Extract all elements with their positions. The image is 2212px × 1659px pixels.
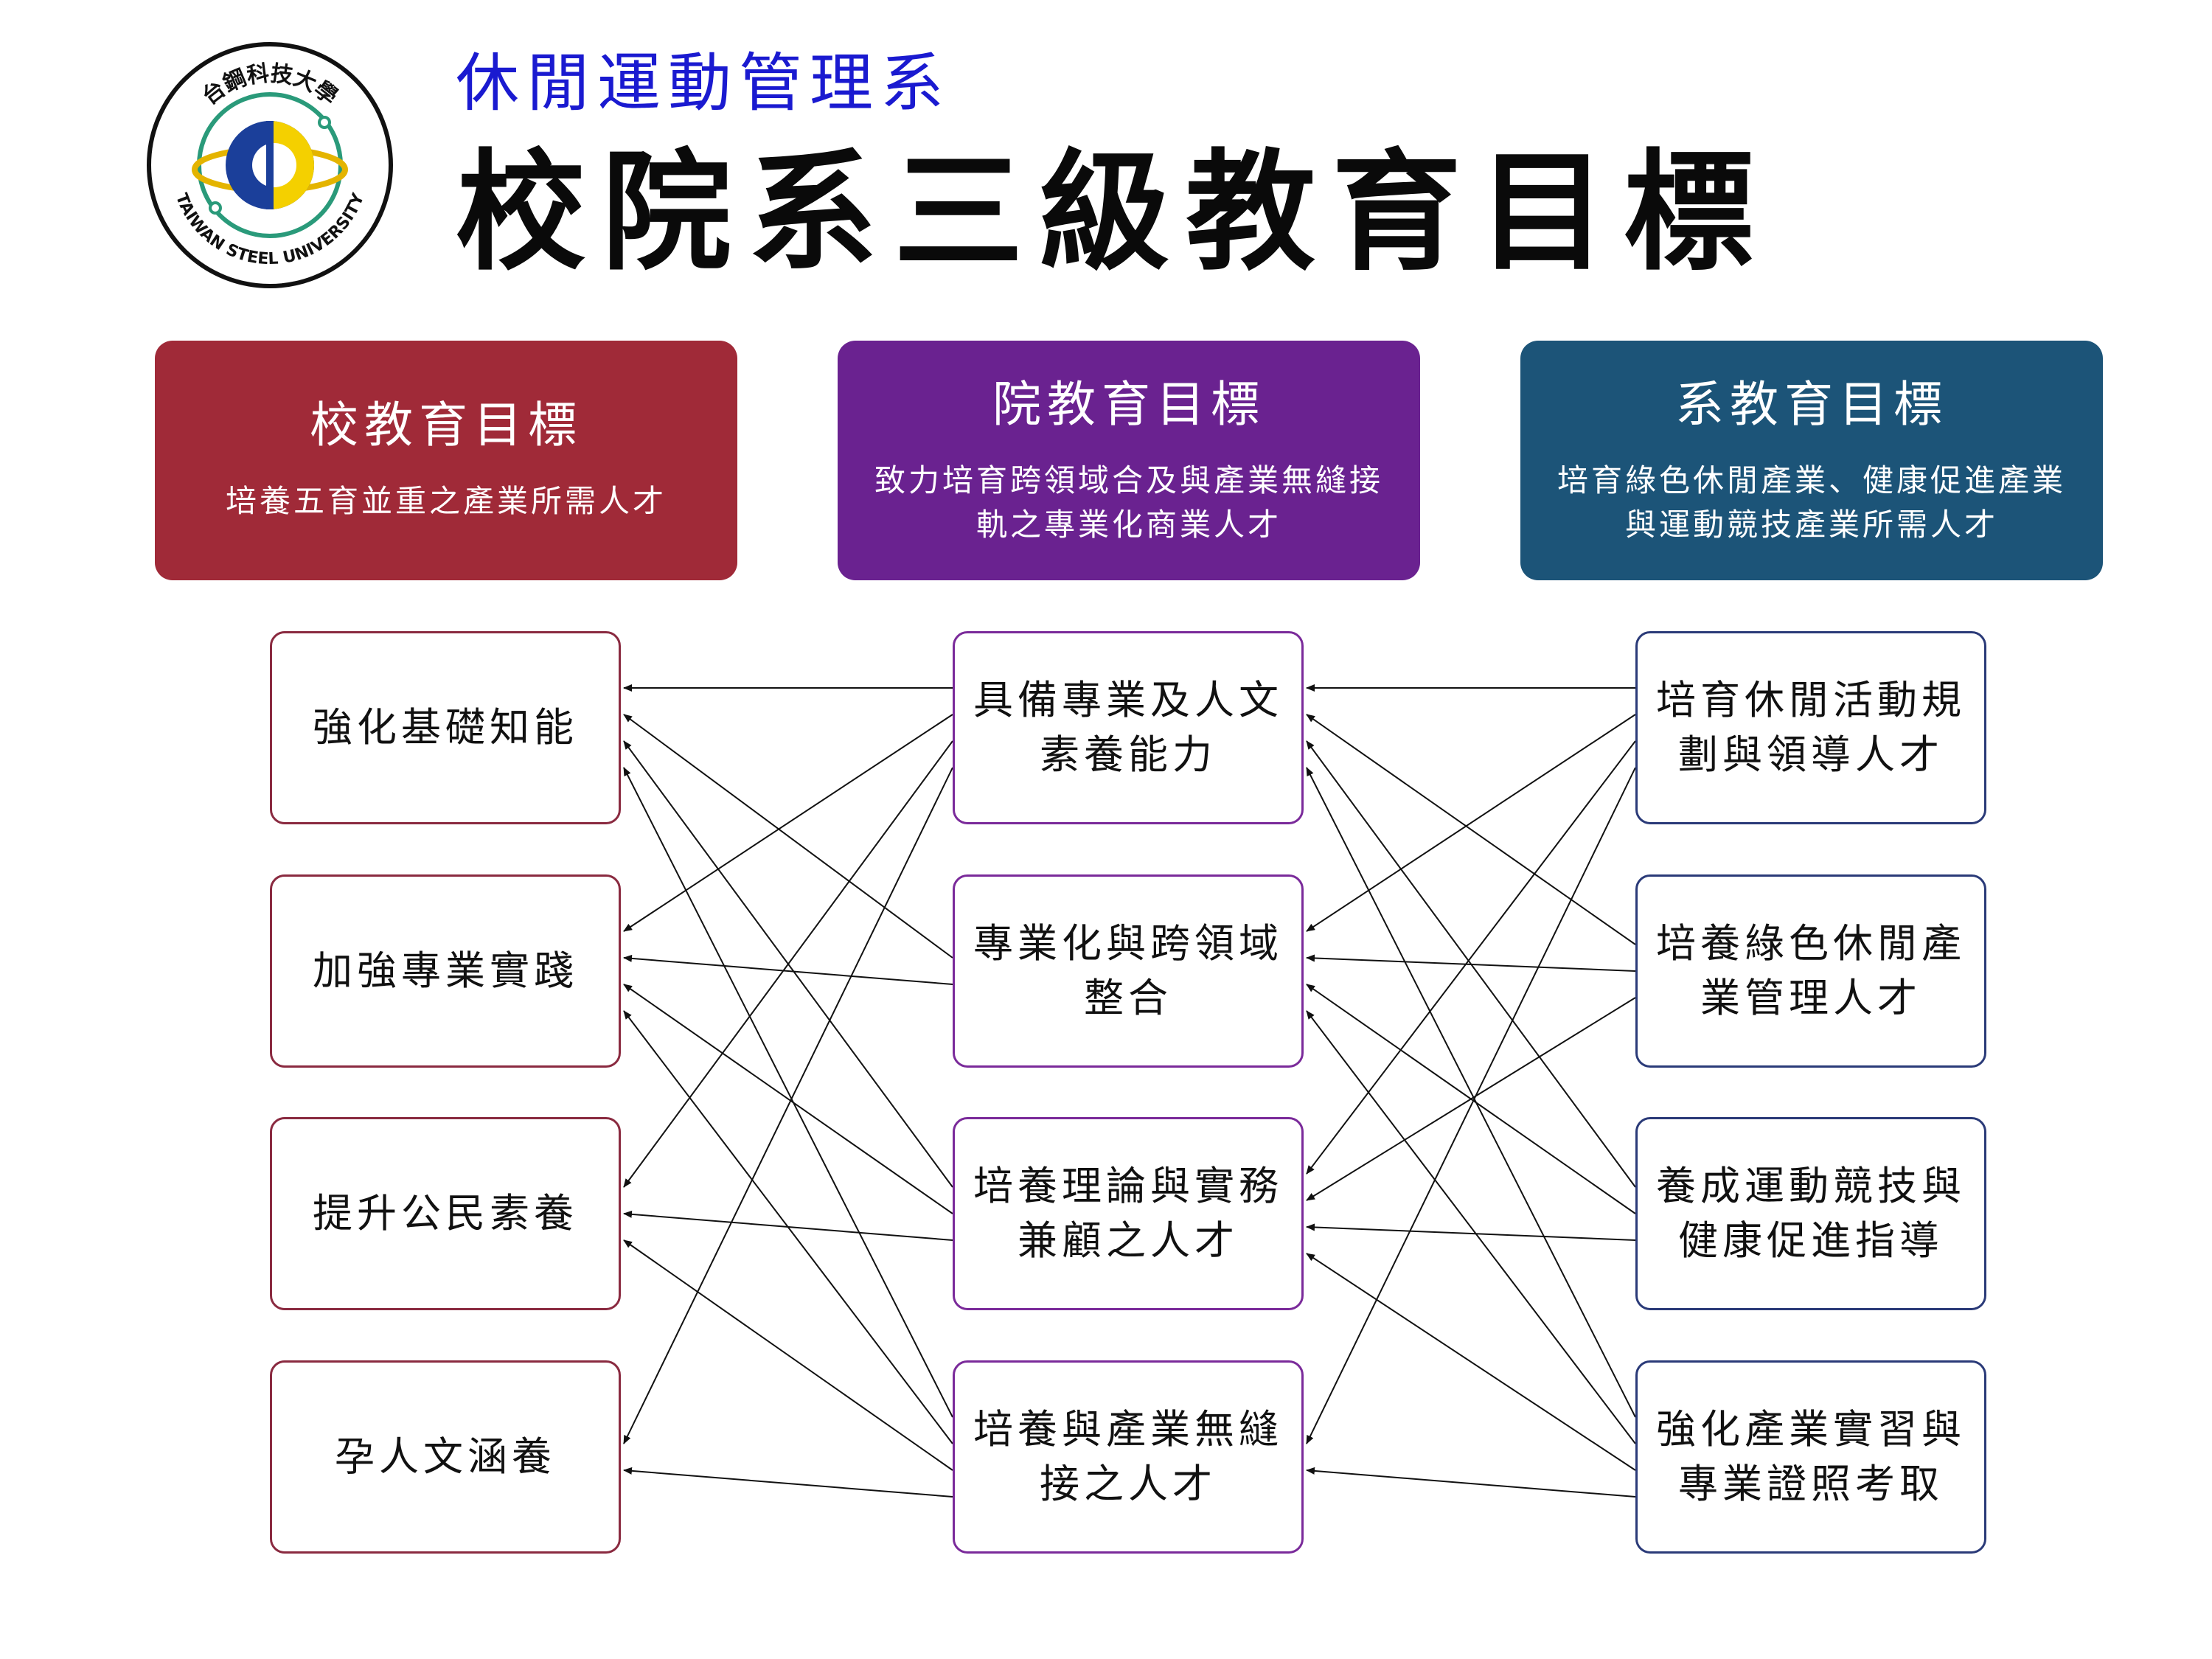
department-objective-card: 系教育目標 培育綠色休閒產業、健康促進產業與運動競技產業所需人才 — [1520, 341, 2103, 580]
college-to-school-arrow-1-to-4 — [623, 767, 953, 1444]
college-objective-description: 致力培育跨領域合及與產業無縫接軌之專業化商業人才 — [874, 462, 1383, 543]
department-objective-title: 系教育目標 — [1675, 376, 1948, 433]
college-goal-2: 專業化與跨領域整合 — [953, 874, 1304, 1068]
college-objective-card: 院教育目標 致力培育跨領域合及與產業無縫接軌之專業化商業人才 — [838, 341, 1420, 580]
department-goal-3: 養成運動競技與健康促進指導 — [1635, 1117, 1986, 1310]
department-to-college-arrow-3-to-3 — [1306, 1223, 1636, 1241]
college-goal-4: 培養與產業無縫接之人才 — [953, 1360, 1304, 1554]
college-to-school-arrow-4-to-1 — [623, 767, 953, 1418]
department-goal-2: 培養綠色休閒產業管理人才 — [1635, 874, 1986, 1068]
college-to-school-arrow-3-to-1 — [623, 740, 953, 1188]
school-goal-3: 提升公民素養 — [270, 1117, 621, 1310]
department-to-college-arrow-4-to-2 — [1306, 1010, 1636, 1444]
department-goal-1: 培育休閒活動規劃與領導人才 — [1635, 631, 1986, 824]
college-to-school-arrow-1-to-2 — [623, 714, 953, 932]
department-to-college-arrow-1-to-4 — [1306, 767, 1636, 1444]
department-objective-description: 培育綠色休閒產業、健康促進產業與運動競技產業所需人才 — [1557, 462, 2066, 543]
college-objective-title: 院教育目標 — [992, 376, 1265, 433]
school-goal-2: 加強專業實踐 — [270, 874, 621, 1068]
department-to-college-arrow-3-to-2 — [1306, 984, 1636, 1214]
department-name: 休閒運動管理系 — [456, 46, 951, 120]
department-to-college-arrow-4-to-3 — [1306, 1253, 1636, 1471]
school-goal-4: 孕人文涵養 — [270, 1360, 621, 1554]
college-to-school-arrow-4-to-3 — [623, 1239, 953, 1471]
college-to-school-arrow-2-to-2 — [623, 954, 953, 985]
department-to-college-arrow-1-to-3 — [1306, 740, 1636, 1175]
department-to-college-arrow-2-to-1 — [1306, 714, 1636, 945]
department-to-college-arrow-3-to-1 — [1306, 740, 1636, 1188]
college-to-school-arrow-4-to-4 — [623, 1467, 953, 1498]
college-goal-3: 培養理論與實務兼顧之人才 — [953, 1117, 1304, 1310]
department-goal-4: 強化產業實習與專業證照考取 — [1635, 1360, 1986, 1554]
university-logo: 台鋼科技大學 TAIWAN STEEL UNIVERSITY — [147, 42, 393, 288]
college-to-school-arrow-3-to-2 — [623, 984, 953, 1214]
college-to-school-arrow-4-to-2 — [623, 1010, 953, 1444]
page-title: 校院系三級教育目標 — [456, 136, 1770, 288]
school-objective-card: 校教育目標 培養五育並重之產業所需人才 — [155, 341, 737, 580]
school-objective-description: 培養五育並重之產業所需人才 — [225, 483, 667, 519]
department-to-college-arrow-1-to-2 — [1306, 714, 1636, 932]
college-goal-1: 具備專業及人文素養能力 — [953, 631, 1304, 824]
department-to-college-arrow-4-to-4 — [1306, 1467, 1636, 1498]
college-to-school-arrow-2-to-1 — [623, 714, 953, 959]
school-objective-title: 校教育目標 — [310, 397, 582, 453]
department-to-college-arrow-4-to-1 — [1306, 767, 1636, 1418]
school-goal-1: 強化基礎知能 — [270, 631, 621, 824]
